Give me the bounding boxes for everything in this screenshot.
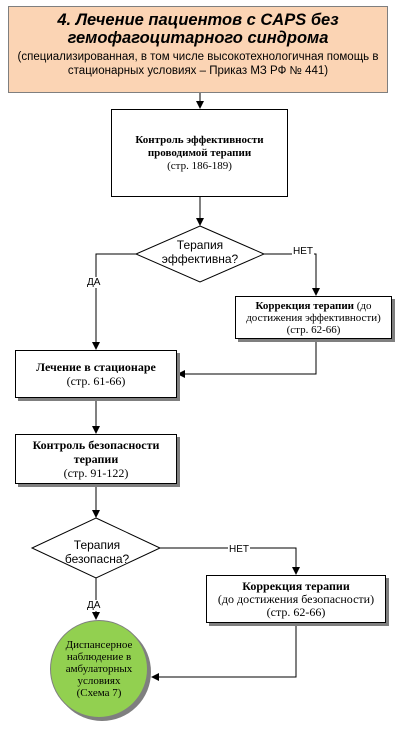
decision-effective-no-label: НЕТ xyxy=(292,246,314,257)
edge-correction1-to-hospital xyxy=(177,339,317,378)
decision-safe-text: Терапия безопасна? xyxy=(64,538,130,566)
correction-effectiveness-detail: (до достижения эффективности) xyxy=(246,299,381,324)
edge-decision2-no xyxy=(160,547,300,575)
correction-safety-title: Коррекция терапии xyxy=(242,578,350,593)
decision-effective-diamond xyxy=(134,225,266,283)
control-effectiveness-ref: (стр. 186-189) xyxy=(167,159,232,172)
hospital-treatment-box: Лечение в стационаре (стр. 61-66) xyxy=(15,350,177,398)
followup-ref: (Схема 7) xyxy=(76,687,122,699)
header-title: 4. Лечение пациентов с CAPS без гемофаго… xyxy=(57,11,339,47)
correction-effectiveness-ref: (стр. 62-66) xyxy=(286,323,341,336)
safety-control-title: Контроль безопасности терапии xyxy=(32,438,160,466)
edge-decision1-yes xyxy=(92,253,136,350)
control-effectiveness-box: Контроль эффективности проводимой терапи… xyxy=(111,109,288,197)
correction-safety-box: Коррекция терапии (до достижения безопас… xyxy=(206,575,386,623)
correction-effectiveness-box: Коррекция терапии (до достижения эффекти… xyxy=(235,296,392,339)
edge-decision1-no xyxy=(264,253,320,296)
header-subtitle: (специализированная, в том числе высокот… xyxy=(17,51,379,77)
safety-control-box: Контроль безопасности терапии (стр. 91-1… xyxy=(15,434,177,484)
edge-correction2-to-followup xyxy=(151,623,297,681)
page-header: 4. Лечение пациентов с CAPS без гемофаго… xyxy=(8,6,388,93)
decision-safe-yes-label: ДА xyxy=(86,600,102,611)
decision-effective-text: Терапия эффективна? xyxy=(161,238,239,266)
decision-safe-no-label: НЕТ xyxy=(228,544,250,555)
decision-effective-yes-label: ДА xyxy=(86,277,102,288)
control-effectiveness-title: Контроль эффективности проводимой терапи… xyxy=(135,133,264,159)
hospital-treatment-ref: (стр. 61-66) xyxy=(66,374,126,388)
hospital-treatment-title: Лечение в стационаре xyxy=(36,360,156,374)
correction-safety-detail: (до достижения безопасности) xyxy=(217,591,375,606)
followup-circle: Диспансерное наблюдение в амбулаторных у… xyxy=(50,620,148,718)
correction-safety-ref: (стр. 62-66) xyxy=(266,604,326,619)
safety-control-ref: (стр. 91-122) xyxy=(63,466,129,480)
correction-effectiveness-title: Коррекция терапии xyxy=(255,299,355,312)
followup-title: Диспансерное наблюдение в амбулаторных у… xyxy=(65,639,133,687)
